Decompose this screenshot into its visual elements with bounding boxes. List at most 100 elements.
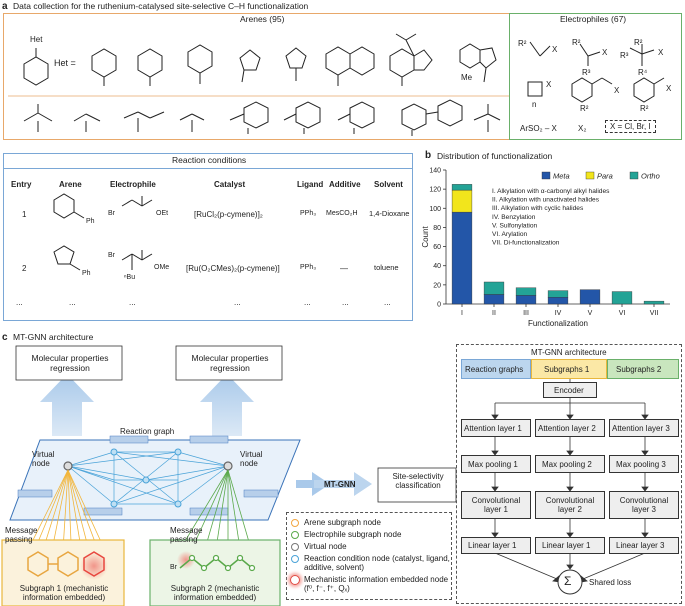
legend-reaction-label: Reaction condition node (catalyst, ligan…: [304, 554, 450, 573]
el-x-c: X: [658, 48, 664, 57]
bar-meta-IV: [547, 297, 569, 305]
input-subgraphs-2-label: Subgraphs 2: [616, 365, 662, 374]
row1-entry: 1: [22, 210, 27, 219]
category-description: II. Alkylation with unactivated halides: [492, 197, 600, 204]
encoder-label: Encoder: [554, 386, 584, 395]
conv-layer-1: Convolutional layer 1: [461, 491, 531, 519]
el-r2-c: R²: [634, 38, 643, 47]
linear-layer-3: Linear layer 3: [609, 537, 679, 554]
conv-layer-3: Convolutional layer 3: [609, 491, 679, 519]
max-pooling-3: Max pooling 3: [609, 455, 679, 473]
legend-mechanistic-label: Mechanistic information embedded node (f…: [304, 575, 449, 594]
subgraph-1-label: Subgraph 1 (mechanistic information embe…: [19, 584, 109, 603]
row2-electrophile-nbu: ⁿBu: [124, 274, 136, 281]
col-additive: Additive: [329, 180, 361, 189]
row3-arene: ...: [69, 298, 76, 307]
bar-meta-I: [451, 211, 473, 305]
category-description: III. Alkylation with cyclic halides: [492, 205, 584, 212]
x-tick-label: IV: [555, 310, 562, 317]
row3-catalyst: ...: [234, 298, 241, 307]
bar-ortho-III: [515, 287, 537, 296]
input-subgraphs-1-label: Subgraphs 1: [544, 365, 590, 374]
bar-ortho-VI: [611, 291, 633, 305]
row3-solvent: ...: [384, 298, 391, 307]
category-description: VII. Di-functionalization: [492, 240, 560, 247]
el-r3-c: R³: [620, 51, 629, 60]
row2-arene: Ph: [82, 270, 91, 277]
row2-entry: 2: [22, 264, 27, 273]
bar-meta-V: [579, 289, 601, 305]
electrophiles-structures: [527, 41, 665, 103]
max-pooling-2-label: Max pooling 2: [542, 460, 592, 469]
attention-layer-3-label: Attention layer 3: [612, 424, 670, 433]
conv-layer-2: Convolutional layer 2: [535, 491, 605, 519]
col-solvent: Solvent: [374, 180, 403, 189]
y-axis-label: Count: [421, 226, 430, 248]
bar-ortho-I: [451, 184, 473, 191]
linear-layer-1: Linear layer 1: [461, 537, 531, 554]
el-r2-f: R²: [640, 104, 649, 113]
x-axis-label: Functionalization: [528, 319, 588, 328]
node-legend: Arene subgraph node Electrophile subgrap…: [286, 512, 452, 600]
x-tick-label: I: [461, 310, 463, 317]
reaction-graph-label: Reaction graph: [120, 427, 175, 436]
col-entry: Entry: [11, 180, 32, 189]
reaction-conditions-title: Reaction conditions: [172, 155, 247, 165]
legend-electrophile-label: Electrophile subgraph node: [304, 530, 402, 539]
legend-virtual-label: Virtual node: [304, 542, 347, 551]
mechanistic-node-icon: [290, 575, 300, 585]
row3-ligand: ...: [304, 298, 311, 307]
het-equals: Het =: [54, 58, 76, 68]
linear-layer-1-label: Linear layer 1: [468, 541, 517, 550]
x-tick-label: III: [523, 310, 529, 317]
category-description: I. Alkylation with α-carbonyl alkyl hali…: [492, 188, 610, 195]
x-tick-label: II: [492, 310, 496, 317]
y-tick-label: 20: [433, 282, 441, 289]
mol-prop-2-label: Molecular properties regression: [191, 353, 269, 373]
category-description: VI. Arylation: [492, 231, 528, 238]
arene-node-icon: [291, 519, 299, 527]
y-tick-label: 40: [433, 263, 441, 270]
architecture-box: MT-GNN architecture: [456, 344, 682, 604]
virtual-node-icon: [291, 543, 299, 551]
reaction-conditions-header-bar: [4, 154, 412, 169]
max-pooling-3-label: Max pooling 3: [616, 460, 666, 469]
row2-electrophile-br: Br: [108, 252, 115, 259]
architecture-title: MT-GNN architecture: [531, 348, 607, 357]
x-tick-label: VII: [650, 310, 659, 317]
el-x-b: X: [602, 48, 608, 57]
row2-ligand: PPh₃: [300, 264, 317, 271]
attention-layer-1-label: Attention layer 1: [464, 424, 522, 433]
row3-entry: ...: [16, 298, 23, 307]
panel-c-letter: c: [2, 332, 8, 343]
el-x2: X₂: [578, 124, 587, 133]
el-r4-c: R⁴: [638, 68, 648, 77]
panel-b-title: Distribution of functionalization: [437, 151, 553, 161]
legend-label-ortho: Ortho: [641, 172, 660, 181]
el-r2-e: R²: [580, 104, 589, 113]
architecture-arrows: [491, 377, 649, 595]
max-pooling-2: Max pooling 2: [535, 455, 605, 473]
sum-symbol: Σ: [564, 574, 572, 588]
mtgnn-arrow-label: MT-GNN: [324, 480, 356, 489]
message-passing-1-label: Message passing: [5, 526, 38, 545]
linear-layer-2: Linear layer 1: [535, 537, 605, 554]
row1-additive: MesCO₂H: [326, 210, 358, 217]
input-subgraphs-2: Subgraphs 2: [607, 359, 679, 379]
row2-electrophile-ome: OMe: [154, 264, 170, 271]
y-tick-label: 140: [429, 168, 441, 175]
y-tick-label: 60: [433, 244, 441, 251]
y-tick-label: 80: [433, 225, 441, 232]
y-tick-label: 100: [429, 206, 441, 213]
legend-arene-label: Arene subgraph node: [304, 518, 381, 527]
row1-arene: Ph: [86, 218, 95, 225]
methyl-label: Me: [461, 73, 473, 82]
virtual-node-2-label: Virtual node: [240, 450, 263, 469]
row2-solvent: toluene: [374, 263, 399, 272]
arenes-box: Arenes (95): [3, 13, 521, 140]
row1-electrophile-oet: OEt: [156, 210, 169, 217]
el-x-f: X: [666, 84, 672, 93]
subgraph-2-label: Subgraph 2 (mechanistic information embe…: [170, 584, 260, 603]
col-electrophile: Electrophile: [110, 180, 156, 189]
